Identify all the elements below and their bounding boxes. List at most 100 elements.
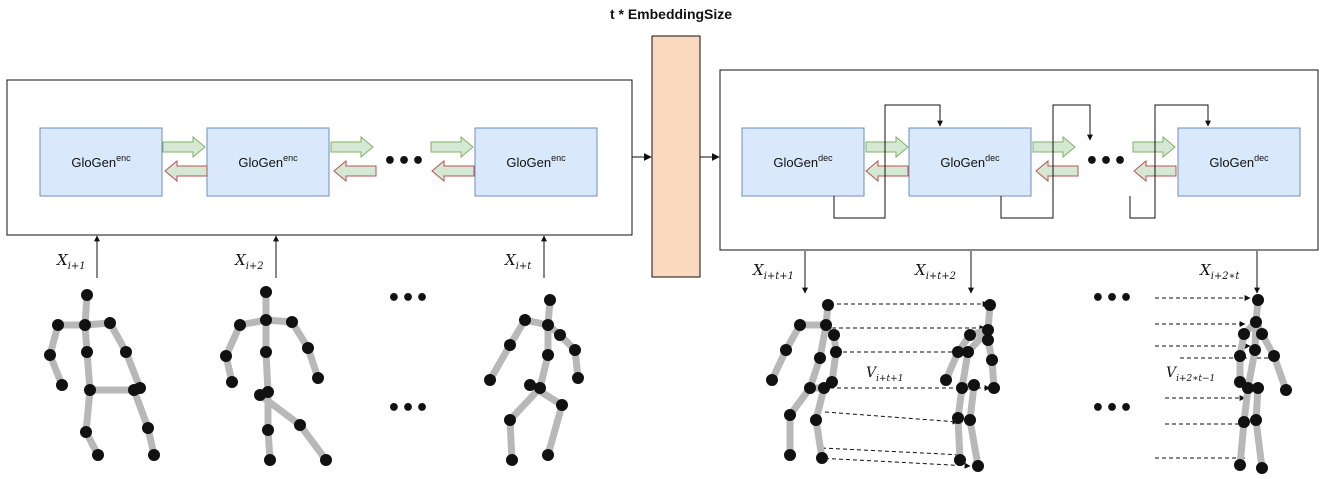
- skeleton-joint: [544, 294, 556, 306]
- skeleton-ellipsis: •••: [1091, 286, 1133, 311]
- skeleton-joint: [1249, 344, 1261, 356]
- skeleton-joint: [554, 329, 566, 341]
- skeleton-bone: [1236, 418, 1248, 469]
- arrow-right-icon: [162, 135, 206, 159]
- skeleton-joint: [294, 419, 306, 431]
- skeleton-joint: [818, 382, 830, 394]
- input-label-1: Xi+1: [56, 251, 86, 272]
- block-label: GloGen: [238, 155, 283, 170]
- skeleton-joint: [784, 449, 796, 461]
- skeleton-joint: [1250, 414, 1262, 426]
- skeleton-joint: [220, 350, 232, 362]
- skeleton-joint: [260, 286, 272, 298]
- skeleton-joint: [484, 374, 496, 386]
- block-sup: dec: [1254, 153, 1269, 163]
- velocity-label-2: Vi+2∗t−1: [1166, 365, 1215, 384]
- skeleton-joint: [1234, 350, 1246, 362]
- skeleton-bone: [958, 348, 972, 392]
- skeleton-joint: [254, 389, 266, 401]
- skeleton-joint: [766, 374, 778, 386]
- skeleton-joint: [542, 449, 554, 461]
- skeleton-bone: [954, 414, 964, 464]
- skeleton-joint: [968, 379, 980, 391]
- skeleton-bone: [262, 348, 272, 396]
- arrow-left-icon: [865, 159, 909, 183]
- skeleton-joint: [822, 299, 834, 311]
- bidirectional-arrows: [162, 135, 475, 183]
- skeleton-joint: [1256, 328, 1268, 340]
- block-label: GloGen: [940, 155, 985, 170]
- arrow-right-icon: [1032, 135, 1076, 159]
- encoder-block-2: GloGenenc: [206, 127, 330, 197]
- embedding-title: t * EmbeddingSize: [610, 6, 732, 22]
- svg-text:GloGendec: GloGendec: [773, 153, 833, 170]
- skeleton-joint: [804, 382, 816, 394]
- block-label: GloGen: [773, 155, 818, 170]
- skeleton-figure-icon: [940, 299, 1000, 472]
- skeleton-joint: [262, 424, 274, 436]
- skeleton-joint: [79, 319, 91, 331]
- skeleton-joint: [92, 449, 104, 461]
- skeleton-joint: [986, 354, 998, 366]
- svg-text:GloGendec: GloGendec: [940, 153, 1000, 170]
- skeleton-joint: [44, 349, 56, 361]
- skeleton-joint: [830, 346, 842, 358]
- block-sup: enc: [116, 153, 131, 163]
- skeleton-joint: [964, 414, 976, 426]
- skeleton-bone: [544, 401, 566, 459]
- svg-text:GloGenenc: GloGenenc: [506, 153, 566, 170]
- skeleton-joint: [1252, 294, 1264, 306]
- skeleton-joint: [816, 452, 828, 464]
- skeleton-joint: [52, 319, 64, 331]
- skeleton-joint: [542, 319, 554, 331]
- skeleton-joint: [320, 454, 332, 466]
- skeleton-joint: [1242, 382, 1254, 394]
- skeleton-joint: [956, 382, 968, 394]
- arrow-left-icon: [333, 159, 377, 183]
- skeleton-joint: [1234, 459, 1246, 471]
- skeleton-joint: [506, 454, 518, 466]
- skeleton-bone: [296, 421, 330, 464]
- arrow-left-icon: [164, 159, 208, 183]
- skeleton-joint: [286, 316, 298, 328]
- skeleton-ellipsis: •••: [387, 396, 429, 421]
- skeleton-joint: [504, 339, 516, 351]
- arrow-right-icon: [330, 135, 374, 159]
- skeleton-joint: [120, 346, 132, 358]
- skeleton-joint: [142, 422, 154, 434]
- decoder-ellipsis: •••: [1085, 149, 1127, 174]
- velocity-label-1: Vi+t+1: [866, 365, 903, 384]
- skeleton-joint: [964, 329, 976, 341]
- skeleton-joint: [84, 384, 96, 396]
- block-sup: dec: [818, 153, 833, 163]
- skeleton-bone: [256, 391, 304, 429]
- arrow-right-icon: [1132, 135, 1176, 159]
- skeleton-bone: [83, 348, 94, 394]
- skeleton-joint: [260, 314, 272, 326]
- decoder-block-2: GloGendec: [908, 127, 1032, 197]
- skeleton-joint: [988, 382, 1000, 394]
- block-sup: enc: [551, 153, 566, 163]
- svg-text:GloGenenc: GloGenenc: [238, 153, 298, 170]
- decoder-block-3: GloGendec: [1177, 127, 1301, 197]
- skeleton-joint: [148, 449, 160, 461]
- skeleton-joint: [982, 334, 994, 346]
- decoder-block-1: GloGendec: [741, 127, 865, 197]
- skeleton-joint: [128, 384, 140, 396]
- skeleton-joint: [784, 409, 796, 421]
- skeleton-joint: [56, 379, 68, 391]
- block-label: GloGen: [506, 155, 551, 170]
- input-label-2: Xi+2: [234, 251, 264, 272]
- skeleton-joint: [1268, 350, 1280, 362]
- skeleton-joint: [1252, 382, 1264, 394]
- encoder-ellipsis: •••: [383, 149, 425, 174]
- arrow-right-icon: [430, 135, 474, 159]
- skeleton-joint: [952, 346, 964, 358]
- skeleton-joint: [81, 289, 93, 301]
- encoder-block-3: GloGenenc: [474, 127, 598, 197]
- skeleton-figure-icon: [766, 299, 842, 464]
- skeleton-bone: [506, 384, 544, 424]
- skeleton-joint: [519, 314, 531, 326]
- skeleton-joint: [814, 352, 826, 364]
- arrow-right-icon: [865, 135, 909, 159]
